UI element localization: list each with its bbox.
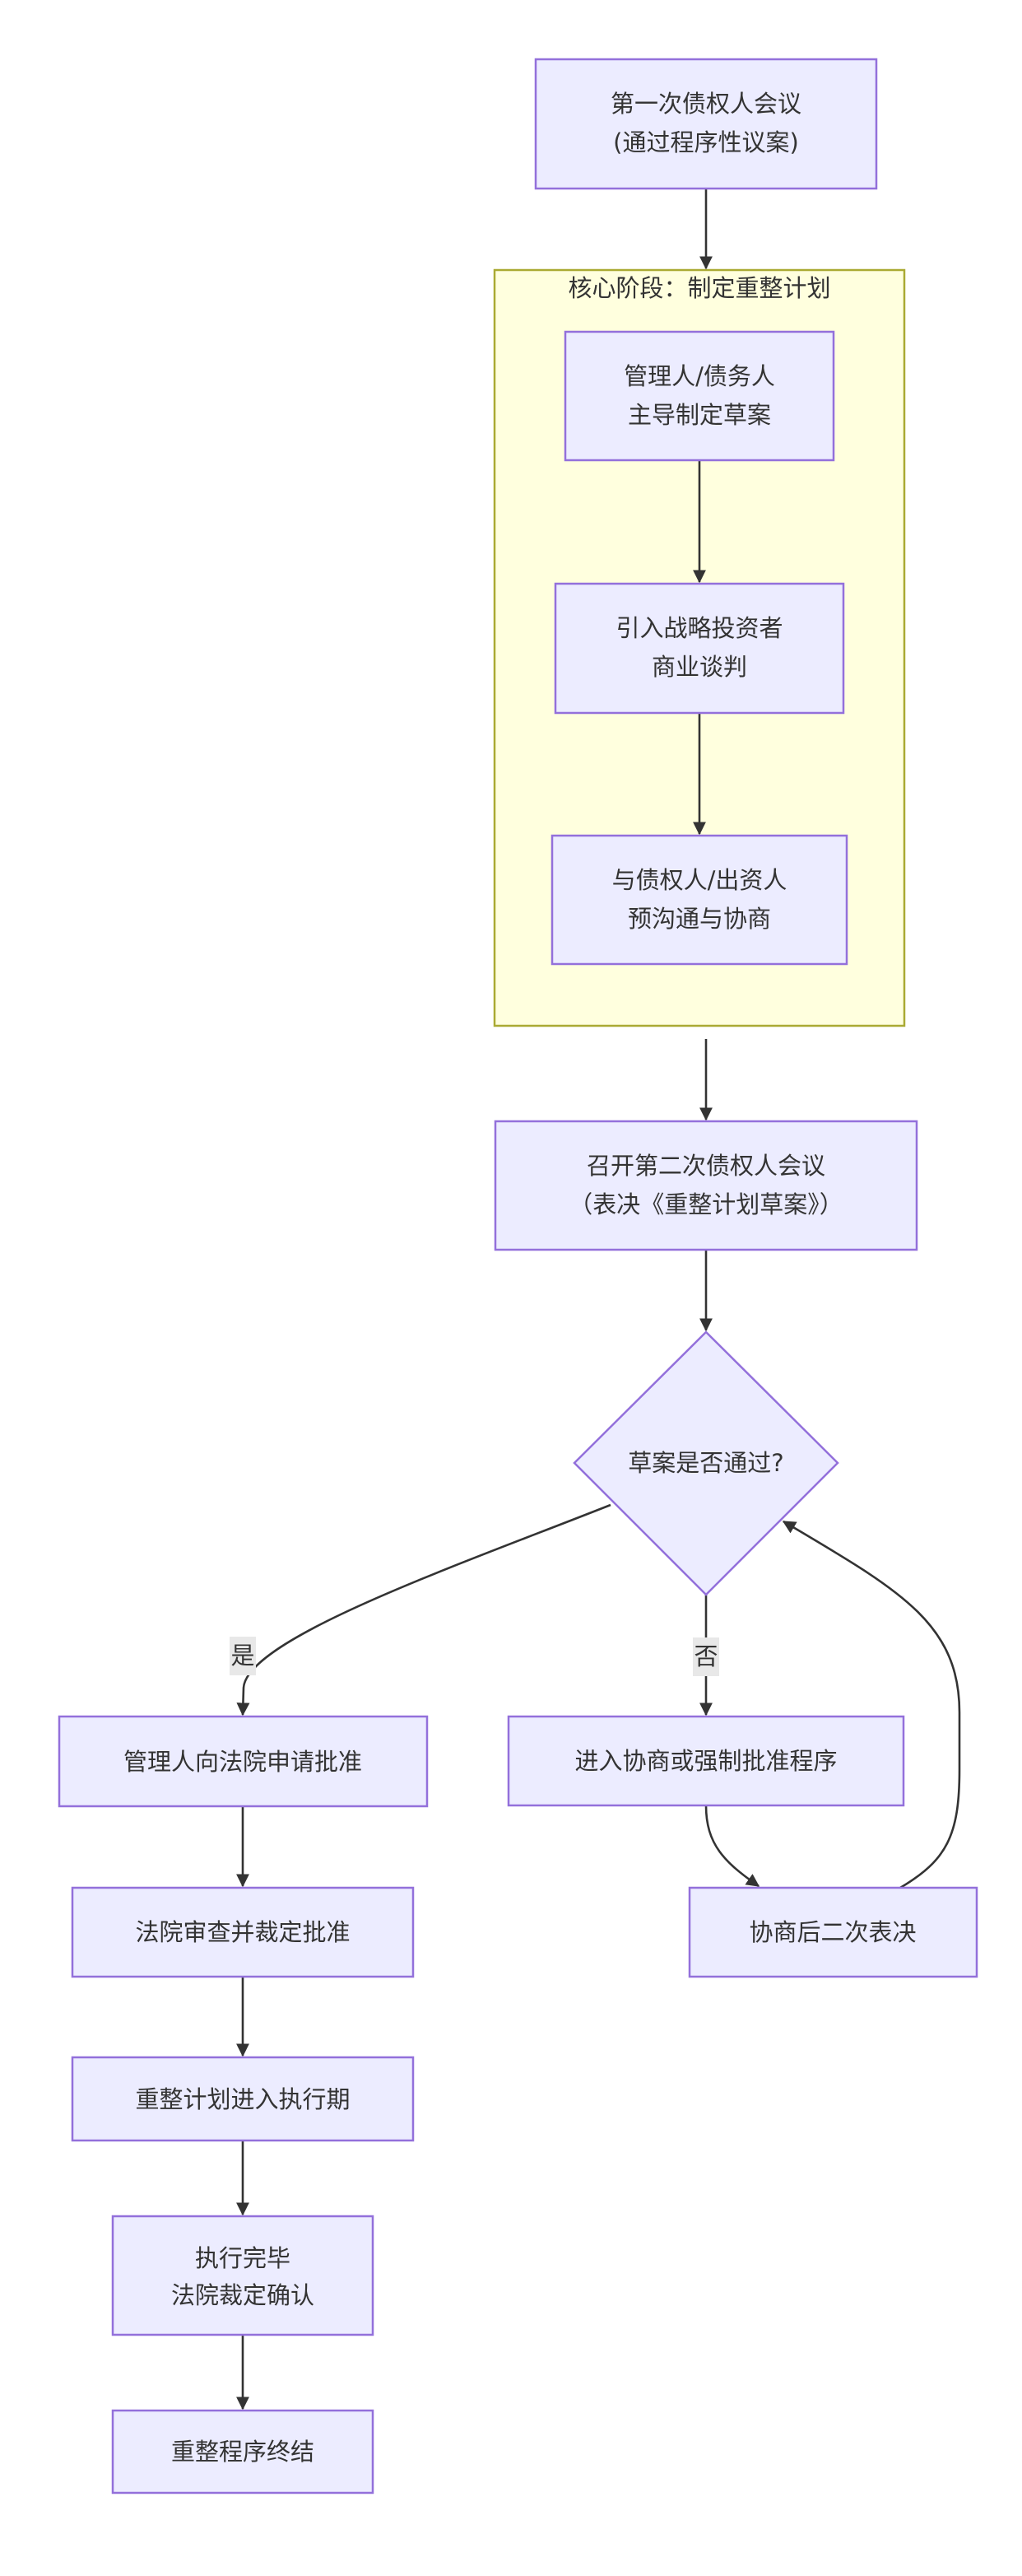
node-draft-line1: 管理人/债务人 — [624, 362, 775, 390]
node-consult-line1: 与债权人/出资人 — [612, 866, 787, 894]
node-negotiate-label: 进入协商或强制批准程序 — [574, 1747, 837, 1775]
node-execution[interactable]: 重整计划进入执行期 — [71, 2056, 415, 2142]
edge-label-yes-text: 是 — [230, 1642, 254, 1670]
node-execution-label: 重整计划进入执行期 — [135, 2085, 350, 2113]
node-second-meeting-line1: 召开第二次债权人会议 — [587, 1152, 825, 1180]
node-revote[interactable]: 协商后二次表决 — [688, 1886, 978, 1978]
edge-label-yes: 是 — [230, 1637, 256, 1675]
edge-label-no-text: 否 — [694, 1642, 718, 1670]
node-court-approve[interactable]: 法院审查并裁定批准 — [71, 1886, 415, 1978]
node-completed-line1: 执行完毕 — [195, 2244, 290, 2272]
node-consult[interactable]: 与债权人/出资人 预沟通与协商 — [550, 834, 848, 966]
node-investor-line1: 引入战略投资者 — [616, 614, 783, 642]
node-apply[interactable]: 管理人向法院申请批准 — [58, 1715, 429, 1808]
node-terminated[interactable]: 重整程序终结 — [111, 2409, 374, 2494]
node-decision[interactable]: 草案是否通过? — [573, 1330, 839, 1596]
edge-revote-to-decision — [782, 1520, 961, 1889]
node-draft[interactable]: 管理人/债务人 主导制定草案 — [564, 330, 835, 462]
node-consult-line2: 预沟通与协商 — [628, 905, 771, 933]
node-revote-label: 协商后二次表决 — [749, 1918, 916, 1946]
node-decision-label: 草案是否通过? — [628, 1449, 783, 1477]
node-investor[interactable]: 引入战略投资者 商业谈判 — [554, 582, 845, 715]
node-investor-line2: 商业谈判 — [652, 653, 747, 681]
node-negotiate[interactable]: 进入协商或强制批准程序 — [507, 1715, 905, 1807]
node-completed[interactable]: 执行完毕 法院裁定确认 — [111, 2215, 374, 2336]
node-second-meeting[interactable]: 召开第二次债权人会议 （表决《重整计划草案》） — [494, 1120, 918, 1251]
node-court-approve-label: 法院审查并裁定批准 — [135, 1918, 350, 1946]
node-completed-line2: 法院裁定确认 — [171, 2281, 314, 2309]
edge-negotiate-to-revote — [704, 1805, 760, 1888]
node-second-meeting-line2: （表决《重整计划草案》） — [569, 1190, 843, 1218]
node-first-meeting-line2: (通过程序性议案) — [613, 128, 799, 156]
node-first-meeting[interactable]: 第一次债权人会议 (通过程序性议案) — [534, 58, 878, 190]
node-draft-line2: 主导制定草案 — [628, 401, 771, 429]
edge-label-no: 否 — [693, 1637, 719, 1676]
node-terminated-label: 重整程序终结 — [171, 2438, 314, 2466]
cluster-title: 核心阶段：制定重整计划 — [568, 274, 830, 302]
edge-decision-yes-to-apply — [236, 1503, 611, 1717]
node-first-meeting-line1: 第一次债权人会议 — [611, 90, 801, 118]
node-apply-label: 管理人向法院申请批准 — [123, 1748, 362, 1776]
